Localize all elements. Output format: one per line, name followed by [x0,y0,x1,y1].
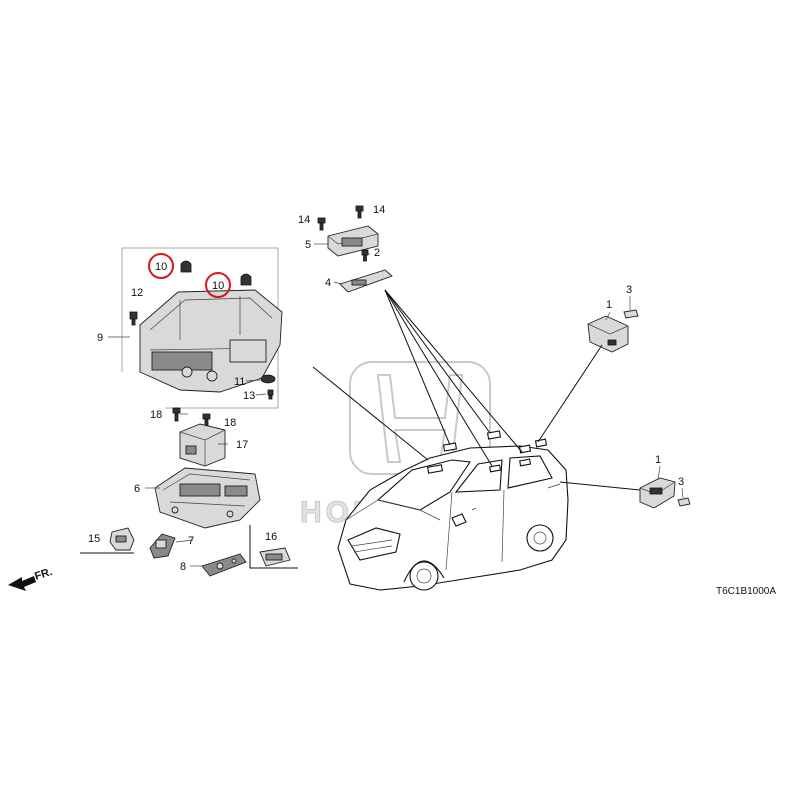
highlight-circles [148,253,231,298]
callout-1-lower: 1 [655,454,661,466]
callout-2: 2 [374,247,380,259]
clip-10-right [240,273,252,286]
callout-10-left: 10 [155,261,167,273]
clip-3-upper [623,309,639,319]
leader-lines [108,243,684,567]
callout-18-right: 18 [224,417,236,429]
screw-14-left [317,217,326,231]
clip-10-left [180,260,192,273]
front-arrow-icon [8,576,36,591]
callout-13: 13 [243,390,255,402]
lamp-7 [149,533,176,559]
callout-15: 15 [88,533,100,545]
callout-17: 17 [236,439,248,451]
console-base-6 [154,467,261,529]
callout-14-left: 14 [298,214,310,226]
screw-14-right [355,205,364,219]
callout-8: 8 [180,561,186,573]
callout-1-upper: 1 [606,299,612,311]
callout-12: 12 [131,287,143,299]
callout-3-upper: 3 [626,284,632,296]
callout-6: 6 [134,483,140,495]
bracket-4 [339,269,393,293]
callout-16: 16 [265,531,277,543]
overhead-console-housing [139,289,283,393]
screw-18-left [172,407,181,422]
sensor-1-lower [639,477,676,509]
lamp-lens-8 [201,553,247,577]
sensor-1-upper [587,315,629,353]
callout-3-lower: 3 [678,476,684,488]
grommet-11 [260,374,276,384]
callout-18-left: 18 [150,409,162,421]
callout-labels: 10 10 12 9 11 13 18 18 17 6 15 7 8 16 14… [88,204,684,573]
lamp-16 [249,525,298,569]
diagram-code: T6C1B1000A [716,586,776,597]
front-label: FR. [33,566,54,583]
screw-12 [129,311,138,326]
highlight-circle-10-right [205,272,231,298]
lamp-15 [80,527,135,554]
callout-10-right: 10 [212,280,224,292]
callout-4: 4 [325,277,331,289]
callout-9: 9 [97,332,103,344]
module-5 [327,225,379,257]
module-17 [179,423,226,467]
screw-2 [361,249,369,262]
minivan-outline [337,430,569,591]
callout-14-right: 14 [373,204,385,216]
screw-13 [267,389,274,400]
front-direction-indicator: FR. [8,566,54,591]
callout-5: 5 [305,239,311,251]
highlight-circle-10-left [148,253,174,279]
console-group-bracket [121,247,279,409]
callout-7: 7 [188,535,194,547]
callout-11: 11 [234,376,245,388]
clip-3-lower [677,497,691,507]
